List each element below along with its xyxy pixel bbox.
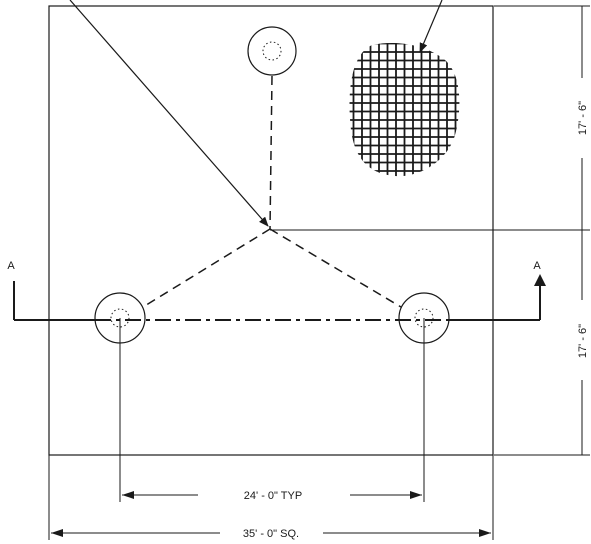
dashed-link-right: [269, 228, 402, 308]
pile-top: [247, 26, 297, 76]
arrow-head: [122, 491, 134, 499]
section-mark-left: A: [7, 260, 15, 272]
dim-text-mask: [572, 78, 591, 158]
dim-overall: 35' - 0" SQ.: [243, 528, 299, 540]
reinforcing-mesh: [349, 42, 460, 177]
leader-line-center: [69, 0, 269, 227]
section-line-a-a: [13, 274, 546, 321]
dashed-link-left: [142, 228, 271, 308]
dim-text-mask: [572, 300, 591, 380]
section-mark-right: A: [533, 260, 541, 272]
arrow-head: [479, 529, 491, 537]
dashed-link-top: [269, 75, 273, 230]
dim-upper-half: 17' - 6": [577, 101, 589, 135]
dim-lower-half: 17' - 6": [577, 324, 589, 358]
arrow-head: [51, 529, 63, 537]
leader-line-mesh: [419, 0, 443, 53]
dim-pile-spacing: 24' - 0" TYP: [244, 490, 302, 502]
arrow-head: [410, 491, 422, 499]
